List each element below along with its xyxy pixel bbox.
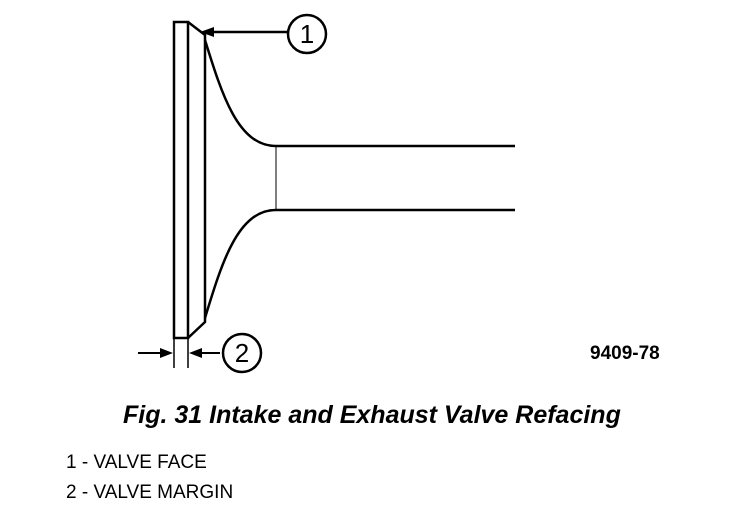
valve-drawing: 1 2 9409-78: [138, 13, 660, 374]
valve-diagram: 1 2 9409-78: [138, 13, 660, 374]
valve-head: [172, 20, 190, 340]
callout-1-number: 1: [300, 19, 314, 49]
figure-caption: Fig. 31 Intake and Exhaust Valve Refacin…: [123, 401, 621, 429]
valve-face: [187, 21, 207, 339]
margin-arrow-right-head: [189, 348, 202, 358]
margin-arrow-left-head: [160, 348, 173, 358]
callout-2-circle: [221, 332, 263, 374]
legend-item-valve-margin: 2 - VALVE MARGIN: [66, 482, 234, 503]
valve-fillet-lower: [203, 208, 515, 319]
callout-2-number: 2: [235, 338, 249, 368]
callout-1-arrowhead: [200, 27, 214, 37]
figure-id: 9409-78: [590, 343, 660, 364]
legend-item-valve-face: 1 - VALVE FACE: [66, 452, 207, 473]
callout-1-circle: [286, 13, 328, 55]
legend-list: 1 - VALVE FACE 2 - VALVE MARGIN: [66, 448, 233, 508]
valve-fillet-upper: [203, 39, 515, 148]
